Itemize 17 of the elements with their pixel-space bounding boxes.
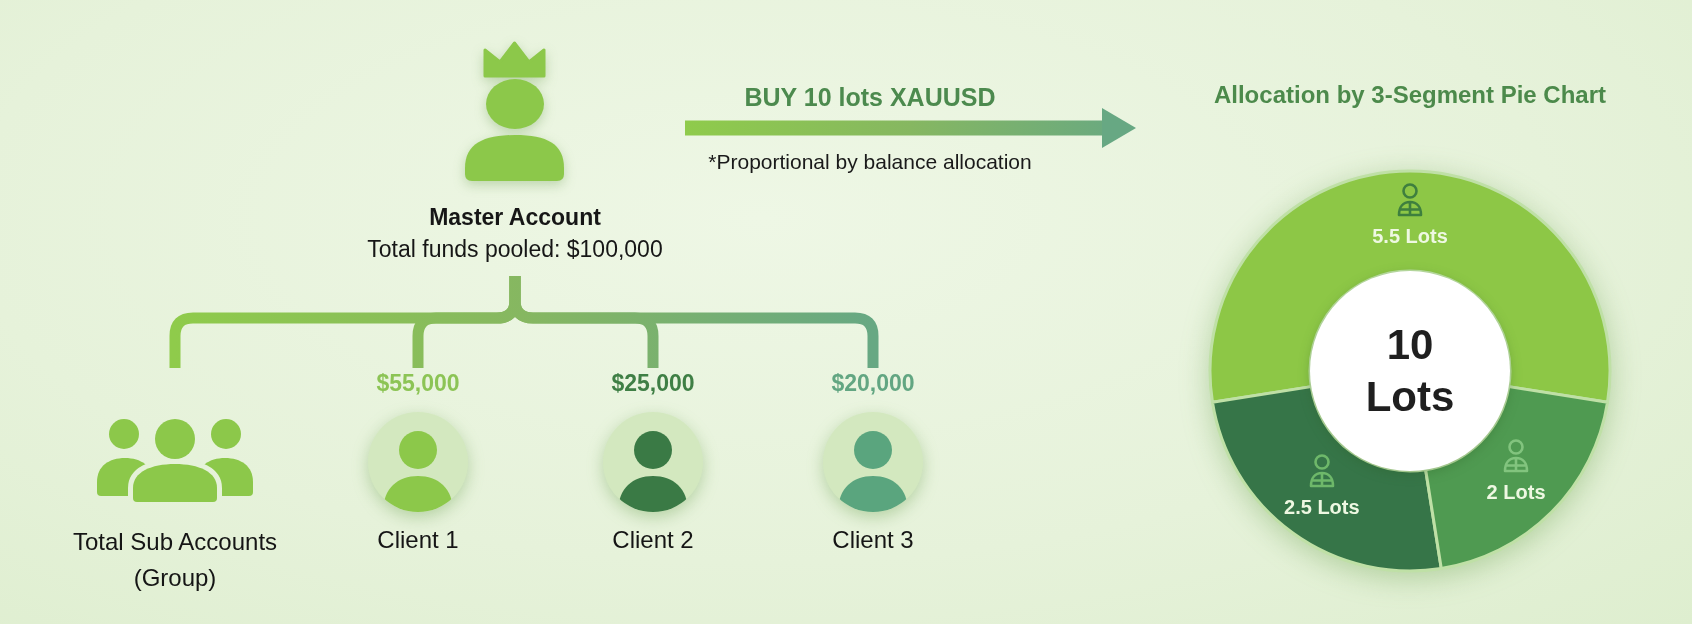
value-label: 5.5 Lots — [1372, 224, 1448, 249]
edge-label: BUY 10 lots XAUUSD — [744, 82, 996, 112]
footnote: *Proportional by balance allocation — [708, 149, 1032, 175]
node-label: Total Sub Accounts (Group) — [71, 527, 279, 593]
node-label: Client 2 — [612, 525, 694, 555]
amount-label: $20,000 — [831, 369, 915, 398]
value-label: 2.5 Lots — [1284, 495, 1360, 521]
center-label: 10 Lots — [1365, 320, 1455, 422]
node-subtitle: Total funds pooled: $100,000 — [367, 235, 663, 264]
node-title: Master Account — [429, 203, 601, 232]
amount-label: $55,000 — [376, 369, 460, 398]
amount-label: $25,000 — [611, 369, 695, 398]
chart-title: Allocation by 3-Segment Pie Chart — [1213, 80, 1607, 110]
value-label: 2 Lots — [1486, 480, 1546, 506]
node-label: Client 1 — [377, 525, 459, 555]
node-label: Client 3 — [832, 525, 914, 555]
arrow — [685, 107, 1136, 149]
